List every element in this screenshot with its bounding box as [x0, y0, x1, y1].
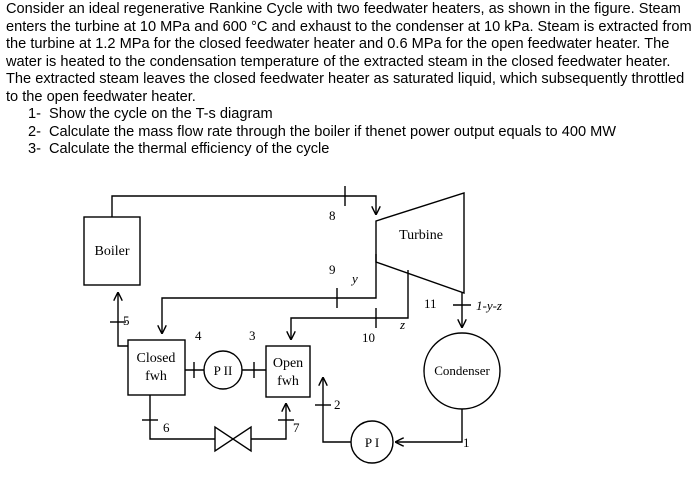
turbine-shape [375, 192, 465, 294]
fraction-label-z: z [399, 317, 405, 332]
task-item: 3- Calculate the thermal efficiency of th… [28, 141, 696, 159]
state-label-8: 8 [329, 208, 336, 223]
state-label-10: 10 [362, 330, 375, 345]
task-number: 3- [28, 141, 41, 157]
pipe-closed-to-boiler [118, 293, 128, 347]
fraction-label-remainder: 1-y-z [476, 298, 502, 313]
task-text: Calculate the thermal efficiency of the … [49, 141, 330, 157]
state-label-3: 3 [249, 328, 256, 343]
problem-statement: Consider an ideal regenerative Rankine C… [6, 1, 692, 105]
state-label-7: 7 [293, 420, 300, 435]
problem-text: Consider an ideal regenerative Rankine C… [6, 1, 696, 159]
pipe-boiler-to-turbine [111, 195, 376, 217]
throttle-valve [214, 425, 252, 453]
state-label-2: 2 [334, 397, 341, 412]
pipe-extraction-10 [291, 270, 409, 339]
state-label-4: 4 [195, 328, 202, 343]
fraction-label-y: y [350, 271, 358, 286]
pump-i-label: P I [365, 435, 379, 450]
task-text: Show the cycle on the T-s diagram [49, 106, 273, 122]
task-number: 2- [28, 123, 41, 140]
pump-ii-label: P II [214, 363, 233, 378]
task-list: 1- Show the cycle on the T-s diagram 2- Ca… [6, 106, 696, 159]
task-item: 1- Show the cycle on the T-s diagram [28, 106, 696, 124]
pipe-pump1-to-open-2 [323, 378, 351, 443]
closed-fwh-box [127, 339, 186, 396]
open-fwh-box [265, 345, 311, 398]
pipe-condenser-to-pump1 [396, 409, 463, 442]
task-text: Calculate the mass flow rate through the… [49, 123, 617, 140]
task-item: 2- Calculate the mass flow rate through t… [28, 124, 696, 142]
pipe-extraction-9 [162, 254, 377, 333]
pipe-throttle-to-open-7 [251, 404, 286, 440]
state-label-1: 1 [463, 435, 470, 450]
state-label-11: 11 [424, 296, 437, 311]
closed-fwh-label-2: fwh [145, 369, 167, 384]
closed-fwh-label-1: Closed [137, 351, 176, 366]
open-fwh-label-1: Open [273, 356, 303, 371]
open-fwh-label-2: fwh [277, 374, 299, 389]
condenser-label: Condenser [434, 363, 490, 378]
state-label-5: 5 [123, 313, 130, 328]
turbine-label: Turbine [399, 228, 443, 243]
boiler-label: Boiler [95, 244, 130, 259]
pipe-drain-6 [149, 395, 215, 440]
state-label-6: 6 [163, 420, 170, 435]
task-number: 1- [28, 106, 41, 122]
state-label-9: 9 [329, 262, 336, 277]
